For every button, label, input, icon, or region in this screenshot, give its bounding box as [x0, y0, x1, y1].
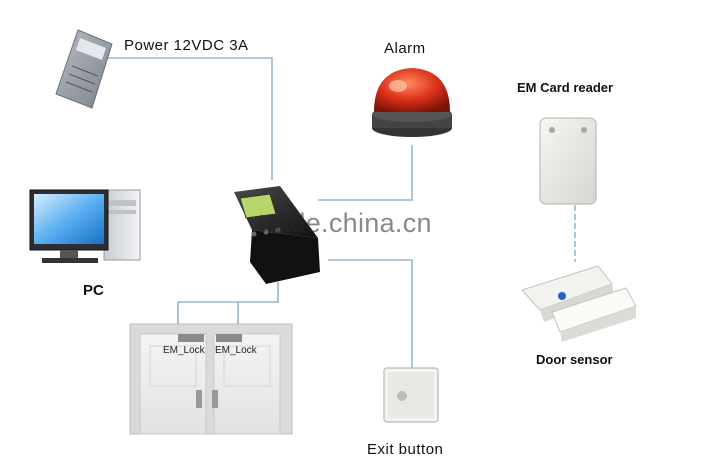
exit-button-icon: [383, 367, 439, 423]
wire-power: [106, 57, 273, 180]
power-supply-icon: [55, 29, 113, 109]
wire-exit-button: [328, 259, 413, 368]
access-controller-icon: [234, 186, 320, 284]
pc-label: PC: [83, 282, 104, 299]
double-door-icon: [129, 323, 293, 435]
alarm-siren-icon: [372, 68, 452, 137]
pc-icon: [29, 189, 141, 263]
card-reader-label: EM Card reader: [517, 80, 614, 95]
exit-button-label: Exit button: [367, 441, 444, 458]
em-lock-right-bar: [216, 334, 242, 342]
em-lock-left-label: EM_Lock: [163, 345, 205, 356]
em-card-reader-icon: [539, 117, 597, 205]
door-sensor-label: Door sensor: [536, 352, 613, 367]
wire-em-lock: [177, 282, 279, 330]
wires: [106, 57, 576, 368]
watermark: trade.china.cn: [258, 208, 432, 238]
power-label: Power 12VDC 3A: [124, 37, 249, 54]
em-lock-right-label: EM_Lock: [215, 345, 257, 356]
wire-alarm: [318, 145, 413, 201]
em-lock-left-bar: [178, 334, 204, 342]
alarm-label: Alarm: [384, 40, 426, 57]
door-sensor-icon: [521, 265, 637, 342]
